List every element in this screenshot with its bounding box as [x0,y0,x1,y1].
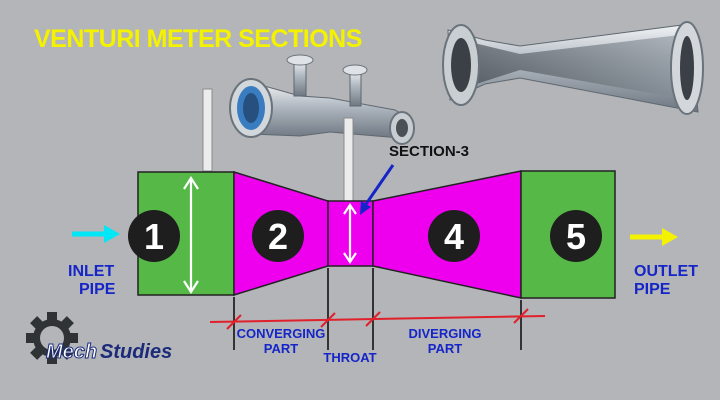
converging-label-line1: CONVERGING [237,326,326,341]
diverging-label-line1: DIVERGING [409,326,482,341]
outlet-label-line1: OUTLET [634,263,698,280]
page-title: VENTURI METER SECTIONS [34,25,362,53]
cutaway-photo-icon [442,21,704,115]
throat-label: THROAT [323,350,376,365]
inlet-arrow-icon [72,225,120,243]
section-3-callout: SECTION-3 [389,143,469,160]
converging-label-line2: PART [264,341,298,356]
diverging-label-line2: PART [428,341,462,356]
mechstudies-logo: Mech Studies [26,312,172,364]
logo-text-studies: Studies [100,341,172,363]
section-5-number: 5 [566,216,586,257]
pressure-tube-throat [343,117,354,205]
inlet-diameter-arrow [183,175,199,295]
dimension-lines [209,268,546,350]
callout-pointer [360,164,395,215]
gear-icon [26,312,78,364]
logo-text-mech: Mech [46,341,97,363]
throat-diameter-arrow [343,203,357,264]
section-number-badges: 1 2 4 5 [128,210,602,262]
outlet-label-line2: PIPE [634,281,671,298]
inlet-label-line2: PIPE [79,281,116,298]
venturi-photo-icon [229,54,415,145]
section-2-number: 2 [268,216,288,257]
inlet-label-line1: INLET [68,263,114,280]
section-4-number: 4 [444,216,464,257]
section-1-number: 1 [144,216,164,257]
pressure-tube-left [202,88,213,172]
outlet-arrow-icon [630,228,678,246]
